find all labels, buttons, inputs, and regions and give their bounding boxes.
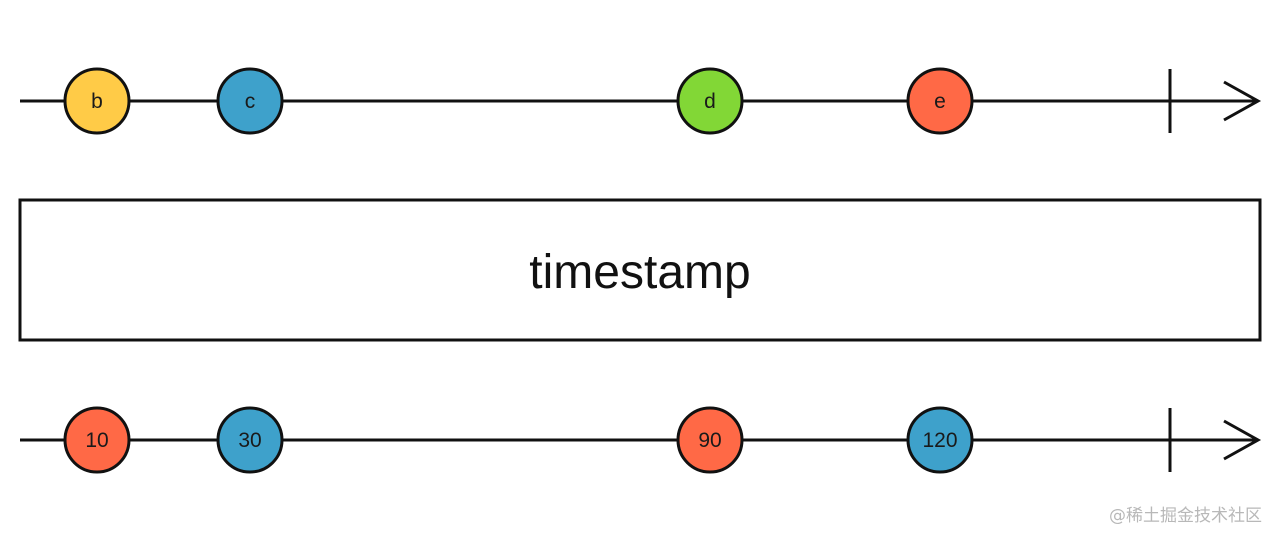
output-marble: 30: [216, 406, 284, 474]
input-marble-label: e: [934, 90, 946, 113]
input-marble-circle: [216, 67, 284, 135]
output-marble-circle: [63, 406, 131, 474]
operator-box: timestamp: [18, 198, 1262, 342]
input-marble: c: [216, 67, 284, 135]
watermark: @稀土掘金技术社区: [1109, 506, 1262, 526]
output-marble-label: 10: [85, 429, 108, 452]
input-marble-circle: [63, 67, 131, 135]
output-marble-circle: [216, 406, 284, 474]
output-marble-label: 90: [698, 429, 721, 452]
input-marble: b: [63, 67, 131, 135]
input-marble: e: [906, 67, 974, 135]
input-marble-label: d: [704, 90, 716, 113]
output-timeline-arrowhead: [1223, 419, 1262, 461]
operator-label: timestamp: [529, 246, 750, 299]
input-timeline-arrowhead: [1223, 80, 1262, 122]
input-marble: d: [676, 67, 744, 135]
output-marble: 90: [676, 406, 744, 474]
output-marble: 120: [906, 406, 974, 474]
operator-box-frame: [18, 198, 1262, 342]
input-marble-label: c: [245, 90, 256, 113]
input-marble-label: b: [91, 90, 103, 113]
output-timeline: 10 30 90 120: [20, 406, 1262, 474]
output-marble: 10: [63, 406, 131, 474]
output-marble-label: 120: [922, 429, 957, 452]
output-marble-circle: [906, 406, 974, 474]
output-marble-label: 30: [238, 429, 261, 452]
output-marble-circle: [676, 406, 744, 474]
input-timeline: b c d e: [20, 67, 1262, 135]
input-marble-circle: [676, 67, 744, 135]
input-marble-circle: [906, 67, 974, 135]
